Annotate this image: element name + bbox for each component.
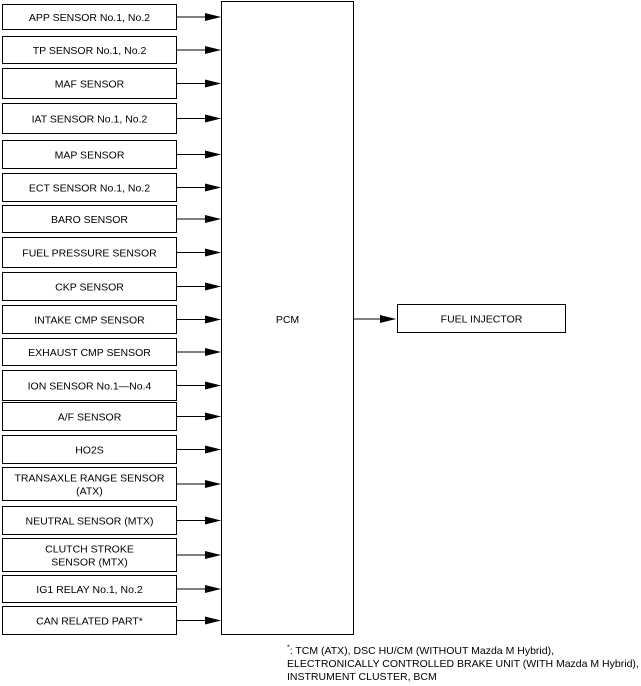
pcm-label: PCM: [276, 314, 299, 326]
fuel-injector-label: FUEL INJECTOR: [441, 314, 523, 326]
input-block: IG1 RELAY No.1, No.2: [2, 575, 221, 603]
footnote: *: TCM (ATX), DSC HU/CM (WITHOUT Mazda M…: [287, 645, 639, 684]
input-label: FUEL PRESSURE SENSOR: [22, 247, 157, 259]
input-box: [2, 435, 177, 464]
input-box: [2, 305, 177, 334]
input-box: [2, 467, 177, 501]
input-block: MAF SENSOR: [2, 68, 221, 99]
input-box: [2, 68, 177, 99]
input-box: [2, 103, 177, 134]
input-label: NEUTRAL SENSOR (MTX): [26, 515, 154, 527]
input-box: [2, 4, 177, 30]
input-block: FUEL PRESSURE SENSOR: [2, 237, 221, 268]
input-label: A/F SENSOR: [58, 411, 122, 423]
input-label: IG1 RELAY No.1, No.2: [36, 584, 143, 596]
input-block: EXHAUST CMP SENSOR: [2, 338, 221, 366]
fuel-injector-block: FUEL INJECTOR: [397, 304, 566, 333]
input-label: CAN RELATED PART*: [36, 615, 143, 627]
input-box: [2, 272, 177, 301]
input-block: IAT SENSOR No.1, No.2: [2, 103, 221, 134]
fuel-injector-box: [397, 304, 566, 333]
input-block: CAN RELATED PART*: [2, 606, 221, 635]
footnote-marker: *: [287, 644, 290, 652]
footnote-line-3: INSTRUMENT CLUSTER, BCM: [287, 671, 437, 683]
input-block: ECT SENSOR No.1, No.2: [2, 173, 221, 202]
input-block: APP SENSOR No.1, No.2: [2, 4, 221, 30]
input-label: ECT SENSOR No.1, No.2: [29, 182, 150, 194]
input-block: BARO SENSOR: [2, 205, 221, 233]
input-block: ION SENSOR No.1—No.4: [2, 370, 221, 401]
input-label: SENSOR (MTX): [51, 556, 127, 568]
input-block: INTAKE CMP SENSOR: [2, 305, 221, 334]
input-box: [2, 606, 177, 635]
input-label: MAF SENSOR: [55, 78, 125, 90]
input-label: CKP SENSOR: [55, 281, 124, 293]
input-label: MAP SENSOR: [55, 149, 125, 161]
input-sensors-group: APP SENSOR No.1, No.2 TP SENSOR No.1, No.…: [2, 4, 221, 635]
input-block: A/F SENSOR: [2, 402, 221, 431]
input-block: NEUTRAL SENSOR (MTX): [2, 506, 221, 535]
input-label: HO2S: [75, 444, 104, 456]
pcm-block: PCM: [221, 1, 354, 635]
footnote-text-1: : TCM (ATX), DSC HU/CM (WITHOUT Mazda M …: [289, 645, 554, 657]
footnote-line-2: ELECTRONICALLY CONTROLLED BRAKE UNIT (WI…: [287, 658, 639, 670]
input-label: TP SENSOR No.1, No.2: [33, 45, 147, 57]
input-label: BARO SENSOR: [51, 214, 128, 226]
input-label: IAT SENSOR No.1, No.2: [32, 113, 148, 125]
footnote-line-1: *: TCM (ATX), DSC HU/CM (WITHOUT Mazda M…: [287, 645, 637, 658]
input-block: TRANSAXLE RANGE SENSOR(ATX): [2, 467, 221, 501]
input-box: [2, 402, 177, 431]
input-block: CKP SENSOR: [2, 272, 221, 301]
input-label: APP SENSOR No.1, No.2: [29, 12, 150, 24]
input-label: ION SENSOR No.1—No.4: [28, 380, 152, 392]
pcm-box: [221, 1, 354, 635]
input-box: [2, 36, 177, 64]
input-box: [2, 370, 177, 401]
input-label: INTAKE CMP SENSOR: [34, 314, 145, 326]
input-label: CLUTCH STROKE: [45, 543, 134, 555]
input-label: EXHAUST CMP SENSOR: [28, 347, 151, 359]
input-box: [2, 205, 177, 233]
input-block: TP SENSOR No.1, No.2: [2, 36, 221, 64]
input-block: MAP SENSOR: [2, 140, 221, 169]
input-block: HO2S: [2, 435, 221, 464]
input-label: TRANSAXLE RANGE SENSOR: [15, 472, 165, 484]
input-label: (ATX): [76, 485, 103, 497]
input-box: [2, 575, 177, 603]
input-box: [2, 338, 177, 366]
